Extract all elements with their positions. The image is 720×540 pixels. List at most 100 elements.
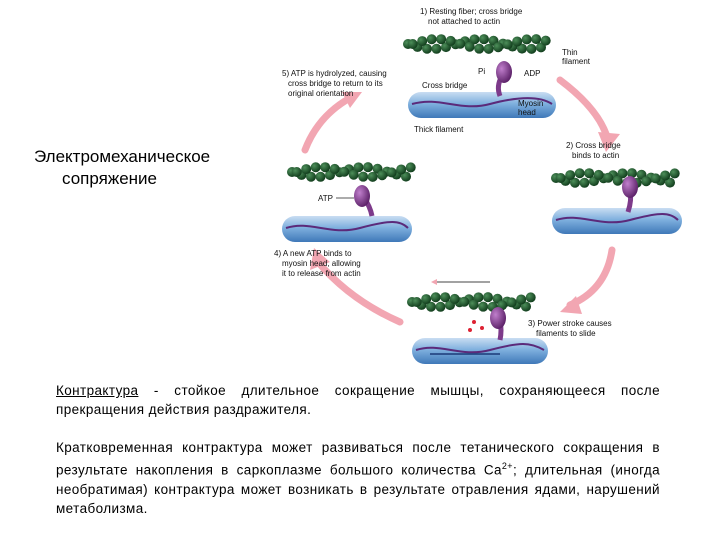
actin-bead	[353, 162, 364, 173]
myosin-head	[496, 61, 512, 83]
actin-bead	[421, 294, 432, 305]
actin-bead	[306, 171, 316, 182]
actin-bead	[531, 34, 542, 45]
actin-bead	[555, 173, 566, 183]
actin-bead	[579, 177, 590, 188]
actin-bead	[396, 164, 407, 175]
actin-filament	[287, 162, 416, 182]
actin-bead	[411, 297, 422, 307]
actin-bead	[483, 292, 493, 303]
actin-filament	[407, 292, 536, 312]
actin-bead	[474, 43, 485, 54]
actin-bead	[570, 177, 580, 188]
actin-bead	[363, 162, 373, 173]
actin-bead	[435, 301, 446, 312]
actin-bead	[525, 292, 536, 303]
actin-bead	[440, 292, 451, 303]
title-line-2: сопряжение	[62, 169, 157, 188]
actin-bead	[436, 34, 447, 45]
step4-label-line1: 4) A new ATP binds to	[274, 249, 352, 258]
actin-bead	[445, 35, 456, 46]
actin-bead	[584, 168, 595, 179]
stage-3: 3) Power stroke causes filaments to slid…	[407, 279, 612, 364]
stage-4: ATP 4) A new ATP binds to myosin head, a…	[274, 162, 416, 278]
actin-bead	[430, 292, 441, 303]
actin-bead	[473, 292, 484, 303]
thin-filament-label-line1: Thin	[562, 48, 578, 57]
actin-bead	[358, 171, 369, 182]
actin-bead	[367, 171, 378, 182]
actin-bead	[521, 301, 531, 312]
myosin-head	[354, 185, 370, 207]
stage-5: 5) ATP is hydrolyzed, causing cross brid…	[282, 69, 387, 98]
page-title: Электромеханическое сопряжение	[34, 146, 210, 190]
actin-bead	[348, 169, 359, 180]
actin-bead	[405, 162, 416, 173]
actin-bead	[574, 168, 585, 179]
actin-bead	[650, 173, 661, 184]
actin-bead	[431, 43, 442, 54]
actin-bead	[320, 162, 331, 173]
actin-bead	[506, 297, 517, 308]
step2-label-line2: binds to actin	[572, 151, 619, 160]
cycle-arrow-4-to-5	[301, 94, 354, 154]
actin-bead	[660, 170, 671, 181]
actin-bead	[540, 35, 551, 46]
actin-bead	[455, 38, 466, 49]
thick-filament-label: Thick filament	[414, 125, 464, 134]
actin-bead	[669, 168, 680, 179]
cross-bridge-cycle-diagram: 1) Resting fiber; cross bridge not attac…	[274, 7, 682, 364]
contracture-term: Контрактура	[56, 383, 139, 398]
actin-bead	[301, 164, 312, 175]
actin-bead	[617, 168, 628, 179]
actin-bead	[468, 299, 479, 310]
actin-bead	[315, 171, 326, 182]
contracture-description: Кратковременная контрактура может развив…	[56, 438, 660, 518]
actin-bead	[386, 167, 397, 178]
actin-bead	[502, 39, 513, 50]
actin-bead	[478, 301, 489, 312]
actin-bead	[426, 34, 437, 45]
step4-label-line2: myosin head, allowing	[282, 259, 361, 268]
actin-filament	[551, 168, 680, 188]
actin-bead	[627, 168, 637, 179]
actin-bead	[641, 176, 652, 187]
myosin-head	[490, 307, 506, 329]
actin-bead	[526, 43, 537, 54]
actin-bead	[459, 296, 470, 307]
actin-bead	[422, 43, 432, 54]
atp-label: ATP	[318, 194, 333, 203]
step5-label-line2: cross bridge to return to its	[288, 79, 383, 88]
thick-filament	[282, 216, 412, 242]
actin-bead	[291, 167, 302, 177]
myosin-head-label-line1: Myosin	[518, 99, 543, 108]
actin-bead	[521, 34, 532, 45]
contracture-description-text-1: Кратковременная контрактура может развив…	[56, 440, 660, 478]
stage-1: 1) Resting fiber; cross bridge not attac…	[403, 7, 591, 134]
actin-bead	[401, 171, 411, 182]
cycle-arrow-1-to-2	[556, 76, 612, 144]
actin-bead	[603, 172, 614, 183]
cycle-arrow-3-to-4	[314, 258, 404, 326]
actin-bead	[483, 43, 494, 54]
actin-bead	[517, 43, 527, 54]
contracture-definition-text: - стойкое длительное сокращение мышцы, с…	[56, 383, 660, 417]
title-line-1: Электромеханическое	[34, 147, 211, 166]
actin-bead	[469, 34, 480, 45]
step5-label-line1: 5) ATP is hydrolyzed, causing	[282, 69, 387, 78]
step1-label-line1: 1) Resting fiber; cross bridge	[420, 7, 523, 16]
step5-label-line3: original orientation	[288, 89, 353, 98]
step2-label-line1: 2) Cross bridge	[566, 141, 621, 150]
thick-filament	[552, 208, 682, 234]
cross-bridge-label: Cross bridge	[422, 81, 468, 90]
contracture-description-text-2: ; длительная (иногда необратимая) контра…	[56, 462, 660, 516]
contracture-definition: Контрактура - стойкое длительное сокраще…	[56, 381, 660, 419]
step3-label-line1: 3) Power stroke causes	[528, 319, 612, 328]
actin-bead	[426, 301, 436, 312]
cycle-arrow-2-to-3	[566, 246, 616, 309]
actin-bead	[464, 41, 475, 52]
actin-bead	[329, 163, 340, 174]
calcium-charge: 2+	[501, 461, 513, 471]
cycle-arrows	[301, 76, 620, 326]
actin-bead	[310, 162, 321, 173]
